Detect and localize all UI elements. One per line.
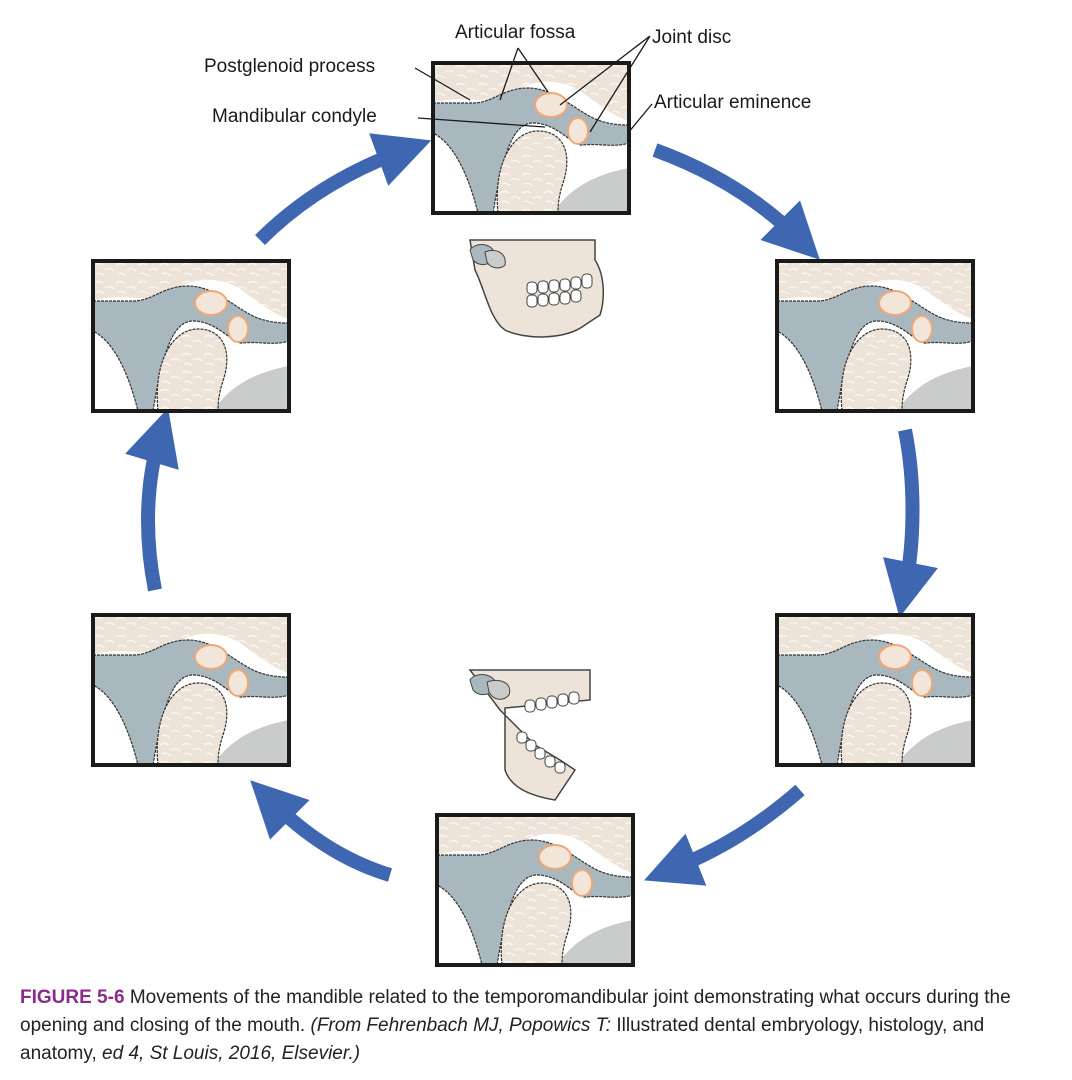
tmj-panel-top xyxy=(431,61,631,215)
leader-lines xyxy=(414,35,653,134)
label-postglenoid-process: Postglenoid process xyxy=(204,56,376,77)
arrow-lower-right-to-bottom xyxy=(644,784,805,886)
tmj-panel-bottom xyxy=(435,813,635,967)
caption-source-2: ed 4, St Louis, 2016, Elsevier.) xyxy=(102,1043,361,1064)
tmj-panel-upper-left xyxy=(91,259,291,413)
arrow-upper-left-to-top xyxy=(255,133,432,245)
diagram-stage: Articular fossa Joint disc Postglenoid p… xyxy=(91,22,975,967)
arrow-top-to-upper-right xyxy=(652,143,820,260)
caption-main: Movements of the mandible related to the… xyxy=(20,987,1011,1036)
diagram-canvas xyxy=(91,35,975,967)
caption-source-title: Illustrated dental embryology, histology… xyxy=(20,1015,985,1064)
skull-closed-mouth xyxy=(469,239,605,338)
figure-number: FIGURE 5-6 xyxy=(20,987,125,1008)
tmj-panel-upper-right xyxy=(775,259,975,413)
label-joint-disc: Joint disc xyxy=(652,27,732,48)
arrow-bottom-to-lower-left xyxy=(250,780,393,882)
arrow-upper-right-to-lower-right xyxy=(883,428,938,618)
caption-source-1: (From Fehrenbach MJ, Popowics T: xyxy=(310,1015,612,1036)
label-mandibular-condyle: Mandibular condyle xyxy=(212,106,377,127)
tmj-panel-lower-right xyxy=(775,613,975,767)
label-articular-eminence: Articular eminence xyxy=(654,92,812,113)
arrow-lower-left-to-upper-left xyxy=(125,408,179,592)
skull-open-mouth xyxy=(469,669,591,801)
label-articular-fossa: Articular fossa xyxy=(455,22,576,43)
tmj-panel-lower-left xyxy=(91,613,291,767)
figure-caption: FIGURE 5-6 Movements of the mandible rel… xyxy=(20,984,1052,1068)
